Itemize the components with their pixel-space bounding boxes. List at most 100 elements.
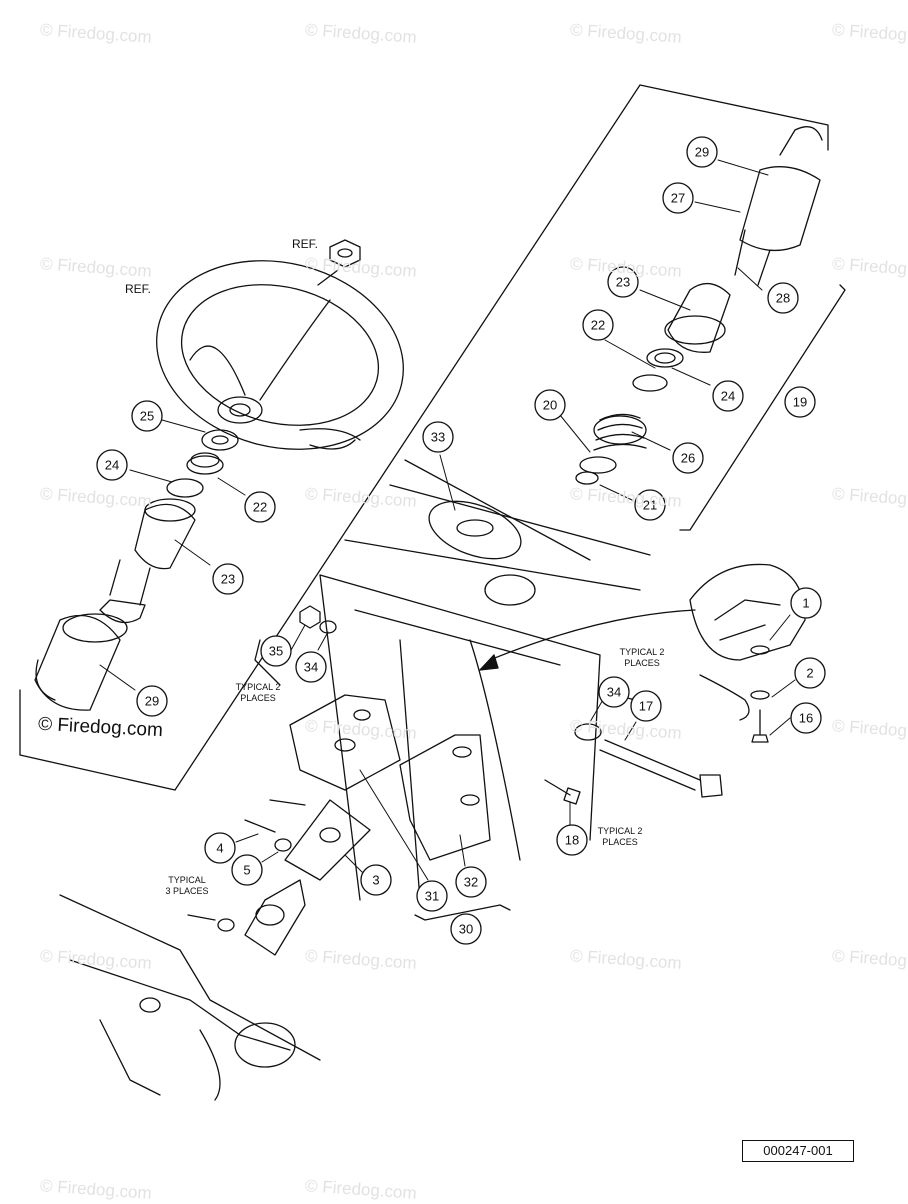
bracket-32 bbox=[399, 734, 491, 861]
callout-circle bbox=[450, 913, 482, 945]
callout-circle bbox=[295, 651, 327, 683]
note-line: TYPICAL bbox=[168, 875, 206, 885]
callout-17: 17 bbox=[630, 690, 662, 722]
callout-29: 29 bbox=[686, 136, 718, 168]
callout-24: 24 bbox=[712, 380, 744, 412]
callout-number: 30 bbox=[459, 922, 473, 937]
callout-5: 5 bbox=[231, 854, 263, 886]
callout-circle bbox=[686, 136, 718, 168]
callout-number: 28 bbox=[776, 291, 790, 306]
note-line: 3 PLACES bbox=[165, 886, 208, 896]
callout-circle bbox=[131, 400, 163, 432]
callout-circle bbox=[634, 489, 666, 521]
note-line: TYPICAL 2 bbox=[598, 826, 643, 836]
right-column-stack bbox=[575, 126, 823, 485]
callout-25: 25 bbox=[131, 400, 163, 432]
callout-circle bbox=[630, 690, 662, 722]
callout-34: 34 bbox=[295, 651, 327, 683]
callout-18: 18 bbox=[556, 824, 588, 856]
callout-35: 35 bbox=[260, 635, 292, 667]
callout-number: 20 bbox=[543, 398, 557, 413]
callout-circle bbox=[672, 442, 704, 474]
callout-number: 16 bbox=[799, 711, 813, 726]
callout-circle bbox=[607, 266, 639, 298]
callout-number: 3 bbox=[372, 873, 379, 888]
callout-number: 34 bbox=[304, 660, 318, 675]
callout-circle bbox=[360, 864, 392, 896]
callout-circle bbox=[231, 854, 263, 886]
callout-number: 27 bbox=[671, 191, 685, 206]
inset-detail bbox=[689, 563, 806, 743]
callout-20: 20 bbox=[534, 389, 566, 421]
callout-3: 3 bbox=[360, 864, 392, 896]
callout-number: 25 bbox=[140, 409, 154, 424]
callout-leaders bbox=[99, 159, 796, 881]
intermediate-shaft bbox=[244, 799, 371, 956]
ref-label-wheel: REF. bbox=[125, 282, 151, 296]
callout-number: 26 bbox=[681, 451, 695, 466]
left-parts-stack bbox=[34, 429, 239, 711]
callout-circle bbox=[598, 676, 630, 708]
callout-2: 2 bbox=[794, 657, 826, 689]
callout-circle bbox=[784, 386, 816, 418]
callout-circle bbox=[790, 702, 822, 734]
callout-number: 35 bbox=[269, 644, 283, 659]
callout-31: 31 bbox=[416, 880, 448, 912]
callout-circle bbox=[582, 309, 614, 341]
callout-number: 2 bbox=[806, 666, 813, 681]
callout-32: 32 bbox=[455, 866, 487, 898]
callout-22: 22 bbox=[582, 309, 614, 341]
dash-panel bbox=[319, 459, 651, 901]
callout-circle bbox=[455, 866, 487, 898]
callout-circle bbox=[260, 635, 292, 667]
bracket-31 bbox=[289, 694, 401, 791]
note-line: PLACES bbox=[602, 837, 638, 847]
ref-label-nut: REF. bbox=[292, 237, 318, 251]
callout-circle bbox=[662, 182, 694, 214]
callout-number: 21 bbox=[643, 498, 657, 513]
callout-number: 22 bbox=[253, 500, 267, 515]
callout-circle bbox=[794, 657, 826, 689]
callout-number: 18 bbox=[565, 833, 579, 848]
callout-number: 23 bbox=[616, 275, 630, 290]
steering-wheel-ref bbox=[156, 260, 404, 450]
callout-24: 24 bbox=[96, 449, 128, 481]
callout-circle bbox=[712, 380, 744, 412]
note-line: PLACES bbox=[624, 658, 660, 668]
hardware bbox=[187, 605, 723, 932]
callout-circle bbox=[204, 832, 236, 864]
callout-16: 16 bbox=[790, 702, 822, 734]
callout-1: 1 bbox=[790, 587, 822, 619]
callout-circle bbox=[422, 421, 454, 453]
callout-circle bbox=[556, 824, 588, 856]
callout-30: 30 bbox=[450, 913, 482, 945]
detail-arrow bbox=[479, 609, 696, 671]
callout-34: 34 bbox=[598, 676, 630, 708]
callout-19: 19 bbox=[784, 386, 816, 418]
callout-circle bbox=[136, 685, 168, 717]
note-line: TYPICAL 2 bbox=[236, 682, 281, 692]
callout-number: 29 bbox=[695, 145, 709, 160]
callout-number: 33 bbox=[431, 430, 445, 445]
callout-circle bbox=[96, 449, 128, 481]
note-line: PLACES bbox=[240, 693, 276, 703]
callout-number: 19 bbox=[793, 395, 807, 410]
callout-number: 4 bbox=[216, 841, 223, 856]
callout-number: 31 bbox=[425, 889, 439, 904]
steering-wheel-nut bbox=[317, 239, 361, 286]
callout-circle bbox=[534, 389, 566, 421]
callout-number: 1 bbox=[802, 596, 809, 611]
callout-33: 33 bbox=[422, 421, 454, 453]
callout-28: 28 bbox=[767, 282, 799, 314]
callout-22: 22 bbox=[244, 491, 276, 523]
callout-number: 24 bbox=[721, 389, 735, 404]
callout-23: 23 bbox=[212, 563, 244, 595]
callout-number: 23 bbox=[221, 572, 235, 587]
note-line: TYPICAL 2 bbox=[620, 647, 665, 657]
